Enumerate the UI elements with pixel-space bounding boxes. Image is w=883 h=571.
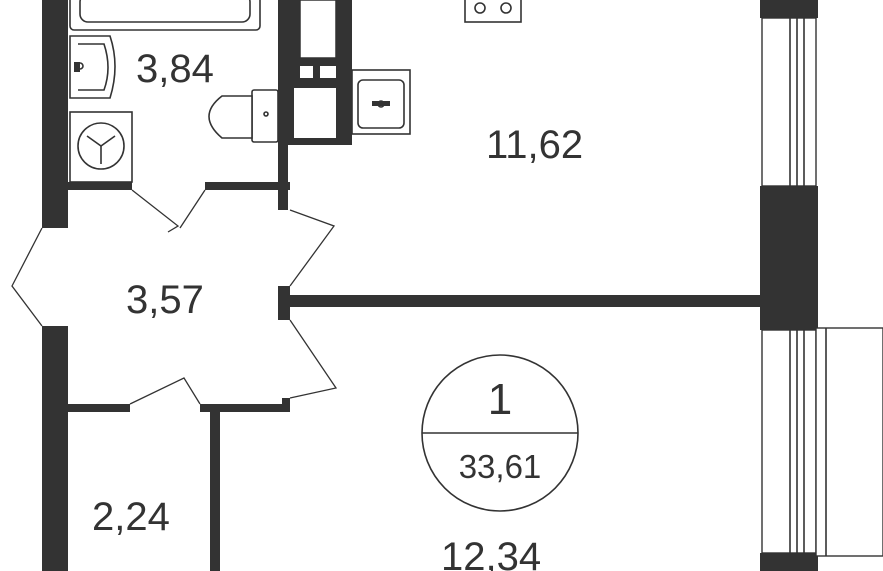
wall-left-upper (42, 0, 68, 216)
window-kitchen (761, 17, 817, 187)
shaft-cell-2 (300, 66, 313, 78)
kitchen-sink-icon (351, 69, 411, 135)
window-living (761, 329, 817, 554)
area-hallway: 3,57 (126, 278, 204, 322)
door-living (289, 319, 338, 399)
shaft-cell-4 (294, 88, 336, 138)
doors (11, 189, 338, 405)
stove-icon (464, 0, 522, 23)
apartment-badge: 1 33,61 (421, 354, 579, 512)
balcony-door (815, 327, 883, 557)
wall-kitchen-living (286, 295, 762, 307)
wall-left-upper-cap (42, 210, 68, 228)
fixtures (69, 0, 522, 183)
wall-bathroom-kitchen (278, 0, 288, 210)
door-entrance (11, 227, 43, 327)
wall-right-bottom (760, 553, 818, 571)
wall-storage-top-left (62, 404, 130, 412)
shaft-cell-3 (320, 66, 336, 78)
wall-right-top (760, 0, 818, 18)
area-bathroom: 3,84 (136, 47, 214, 91)
wall-bathroom-bottom-left (62, 182, 132, 190)
wall-hall-right-stub (278, 286, 290, 320)
badge-room-count: 1 (488, 375, 512, 424)
badge-total-area: 33,61 (459, 448, 542, 485)
wall-bathroom-bottom-right (205, 182, 290, 190)
door-storage (129, 377, 201, 405)
shaft-cell-1 (299, 0, 337, 59)
area-living: 12,34 (441, 535, 541, 571)
wall-storage-top-right (200, 404, 290, 412)
wall-right-middle (760, 186, 818, 330)
wall-left-lower (42, 326, 68, 571)
bathroom-sink-icon (69, 35, 116, 99)
wall-storage-top-stub (282, 398, 290, 412)
area-kitchen: 11,62 (486, 123, 583, 167)
room-labels: 3,84 11,62 3,57 2,24 12,34 (92, 47, 583, 571)
bathtub-icon (69, 0, 261, 31)
door-bathroom (131, 189, 206, 233)
wall-storage-right (210, 412, 220, 571)
toilet-icon (208, 89, 279, 143)
door-kitchen (289, 209, 336, 287)
area-storage: 2,24 (92, 495, 170, 539)
washing-machine-icon (69, 111, 133, 183)
walls (42, 0, 818, 571)
windows (761, 17, 883, 557)
